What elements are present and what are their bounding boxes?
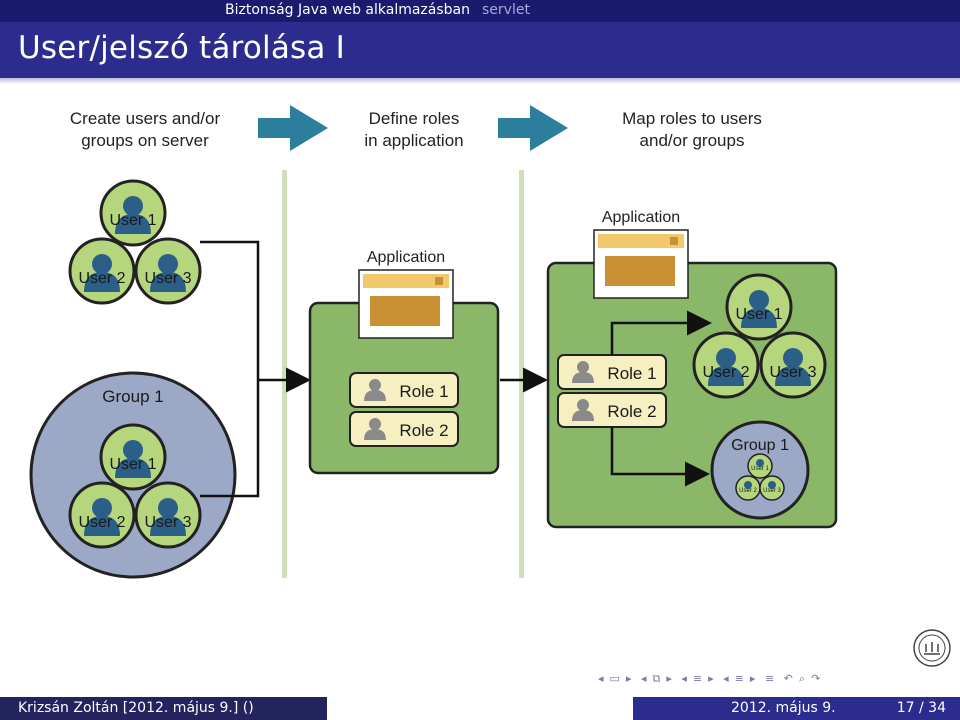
footer-author: Krizsán Zoltán [2012. május 9.] () <box>0 697 327 720</box>
step-1-label-line-1: Create users and/or <box>70 109 221 128</box>
section-next[interactable]: servlet <box>482 2 530 18</box>
role-mapping-diagram: Create users and/or groups on server Def… <box>29 105 838 579</box>
nav-left-icon[interactable]: ◂ <box>640 672 647 685</box>
user-label: User 3 <box>769 364 816 381</box>
section-strip: Biztonság Java web alkalmazásban servlet <box>0 0 960 22</box>
nav-right-icon[interactable]: ▸ <box>708 672 714 685</box>
step-2-label-line-1: Define roles <box>369 109 460 128</box>
mapped-user-circle-2: User 2 <box>692 331 760 399</box>
user-label: User 3 <box>144 514 191 531</box>
search-back-icon[interactable]: ↶ <box>783 672 793 685</box>
user-label: User 2 <box>78 270 125 287</box>
user-circle-1: User 1 <box>99 179 167 247</box>
role-box-2: Role 2 <box>349 411 459 447</box>
user-label: User 1 <box>735 306 782 323</box>
nav-right-icon[interactable]: ▸ <box>625 672 632 685</box>
role-label: Role 2 <box>399 421 448 440</box>
application-label: Application <box>602 209 680 226</box>
step-2-label-line-2: in application <box>364 131 463 150</box>
user-label: User 2 <box>739 488 757 494</box>
search-icon[interactable]: ⌕ <box>798 672 806 685</box>
nav-right-icon[interactable]: ▸ <box>666 672 672 685</box>
group-label: Group 1 <box>731 437 789 454</box>
role-2-to-group-connector <box>610 427 710 487</box>
application-label: Application <box>367 249 445 266</box>
mapped-group-circle: Group 1 User 1 User 2 User 3 <box>710 420 810 520</box>
align-icon[interactable]: ≡ <box>764 672 775 685</box>
nav-left-icon[interactable]: ◂ <box>598 672 604 685</box>
page-number: 17 / 34 <box>896 700 946 716</box>
group-label: Group 1 <box>102 387 163 406</box>
mapped-user-circle-3: User 3 <box>759 331 827 399</box>
bracket-connector <box>200 240 306 498</box>
user-label: User 3 <box>763 488 781 494</box>
role-1-to-users-connector <box>610 310 712 355</box>
university-seal-icon <box>913 629 951 667</box>
user-label: User 1 <box>109 212 156 229</box>
separator-2 <box>519 170 524 578</box>
frame-icon[interactable]: ▭ <box>609 672 620 685</box>
application-window-icon <box>593 229 689 299</box>
user-circle-2: User 2 <box>68 237 136 305</box>
footer-right: 2012. május 9. 17 / 34 <box>633 697 960 720</box>
section-icon[interactable]: ≡ <box>692 672 703 685</box>
user-circle-3: User 3 <box>134 237 202 305</box>
user-label: User 2 <box>702 364 749 381</box>
nav-left-icon[interactable]: ◂ <box>681 672 687 685</box>
nav-left-icon[interactable]: ◂ <box>723 672 729 685</box>
search-forward-icon[interactable]: ↷ <box>811 672 821 685</box>
user-label: User 3 <box>144 270 191 287</box>
user-label: User 1 <box>109 456 156 473</box>
header-bar: Biztonság Java web alkalmazásban servlet… <box>0 0 960 78</box>
step-arrow-1 <box>258 105 328 151</box>
step-3-label-line-1: Map roles to users <box>622 109 762 128</box>
role-box-1: Role 1 <box>557 354 667 390</box>
role-label: Role 1 <box>399 382 448 401</box>
step-arrow-2 <box>498 105 568 151</box>
subsubsection-icon[interactable]: ≡ <box>734 672 744 685</box>
section-current[interactable]: Biztonság Java web alkalmazásban <box>225 2 470 18</box>
role-label: Role 1 <box>607 364 656 383</box>
footer-date: 2012. május 9. <box>731 700 836 716</box>
group-circle: Group 1 User 1 User 2 User 3 <box>29 371 237 579</box>
step-1-label-line-2: groups on server <box>81 131 209 150</box>
slide-title: User/jelszó tárolása I <box>18 30 345 66</box>
nav-right-icon[interactable]: ▸ <box>749 672 756 685</box>
beamer-navigation: ◂ ▭ ▸ ◂ ⧉ ▸ ◂ ≡ ▸ ◂ ≡ ▸ ≡ ↶ ⌕ ↷ <box>598 672 954 692</box>
step-3-label-line-2: and/or groups <box>640 131 745 150</box>
subsection-icon[interactable]: ⧉ <box>652 672 661 685</box>
user-label: User 1 <box>751 466 769 472</box>
role-box-1: Role 1 <box>349 372 459 408</box>
header-shadow <box>0 78 960 84</box>
user-label: User 2 <box>78 514 125 531</box>
application-window-icon <box>358 269 454 339</box>
role-label: Role 2 <box>607 402 656 421</box>
role-box-2: Role 2 <box>557 392 667 428</box>
separator-1 <box>282 170 287 578</box>
mapped-user-circle-1: User 1 <box>725 273 793 341</box>
